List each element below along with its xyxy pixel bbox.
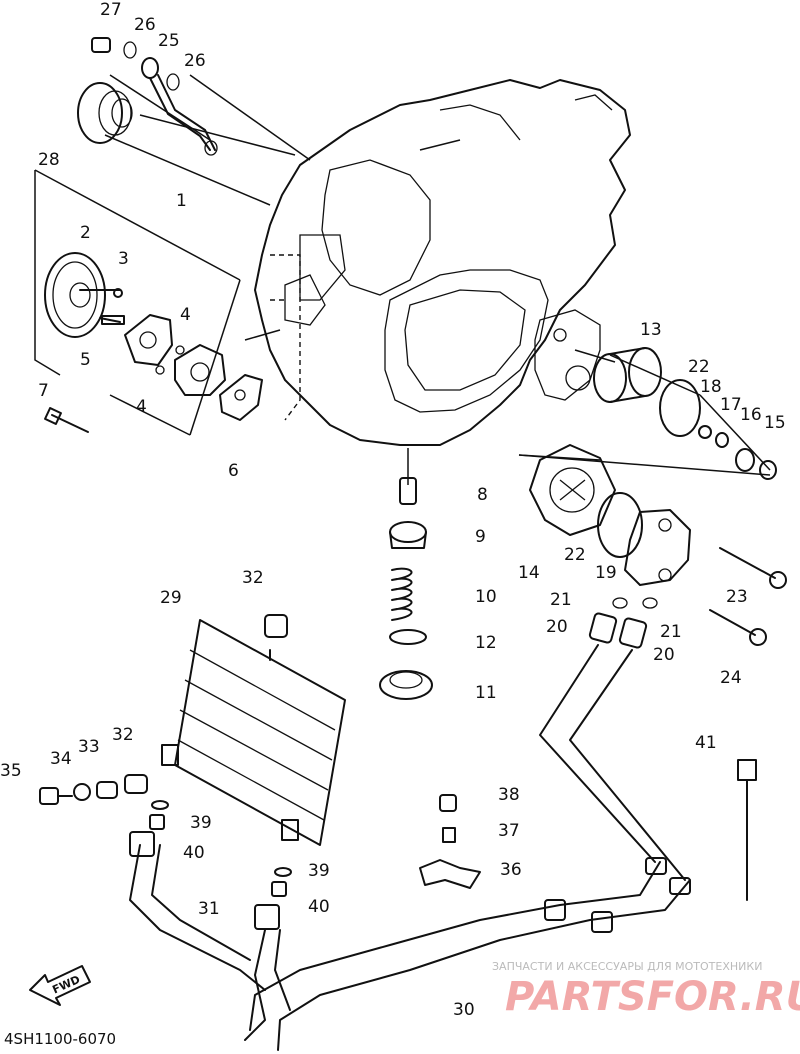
part-label: 18 [700,377,722,397]
part-label: 32 [112,725,134,745]
long-bolts [709,547,787,646]
part-label: 28 [38,150,60,170]
oil-filter-element [593,347,662,403]
part-label: 3 [118,249,129,269]
part-label: 16 [740,405,762,425]
crankcase-housing [254,79,631,446]
part-label: 12 [475,633,497,653]
part-label: 24 [720,668,742,688]
part-label: 4 [136,397,147,417]
part-label: 37 [498,821,520,841]
part-label: 19 [595,563,617,583]
watermark-tagline: ЗАПЧАСТИ И АКСЕССУАРЫ ДЛЯ МОТОТЕХНИКИ [492,960,762,973]
part-number-labels: 1 2 3 4 4 5 6 7 8 9 10 11 12 13 14 15 16… [0,0,786,1020]
oil-delivery-pipe [91,37,218,156]
part-label: 35 [0,761,22,781]
filter-o-ring [659,379,701,437]
small-pin [99,288,125,325]
part-label: 31 [198,899,220,919]
part-label: 26 [184,51,206,71]
part-label: 39 [190,813,212,833]
primary-gear [77,82,133,144]
part-label: 14 [518,563,540,583]
part-label: 21 [550,590,572,610]
leader-lines [104,74,771,485]
part-label: 22 [564,545,586,565]
part-label: 6 [228,461,239,481]
part-label: 26 [134,15,156,35]
part-label: 27 [100,0,122,20]
part-label: 25 [158,31,180,51]
oil-pump-gasket [219,374,263,421]
drain-plug-stack [379,477,433,700]
fwd-direction-arrow: FWD [29,965,91,1006]
oil-cooler [161,614,346,846]
part-label: 40 [308,897,330,917]
part-label: 20 [653,645,675,665]
part-label: 22 [688,357,710,377]
part-label: 38 [498,785,520,805]
oil-hoses [129,644,691,1051]
part-label: 17 [720,395,742,415]
hose-bracket [419,794,481,889]
part-label: 32 [242,568,264,588]
small-seals [698,425,777,480]
part-label: 13 [640,320,662,340]
watermark: ЗАПЧАСТИ И АКСЕССУАРЫ ДЛЯ МОТОТЕХНИКИ PA… [492,960,800,1020]
part-label: 9 [475,527,486,547]
part-label: 8 [477,485,488,505]
part-label: 34 [50,749,72,769]
hose-unions [588,597,658,649]
part-label: 41 [695,733,717,753]
part-label: 30 [453,1000,475,1020]
oil-pump-assembly-outline [34,169,301,436]
part-label: 20 [546,617,568,637]
part-label: 15 [764,413,786,433]
oil-pump-gear [44,252,121,338]
cable-tie [737,759,757,901]
part-label: 33 [78,737,100,757]
oil-pump-cover-plate [124,314,173,366]
part-label: 29 [160,588,182,608]
oil-pump-body [155,344,226,396]
oil-filter-cover [529,444,616,536]
watermark-brand: PARTSFOR.RU [505,974,800,1020]
cover-gasket [597,492,643,558]
part-label: 10 [475,587,497,607]
part-label: 11 [475,683,497,703]
part-label: 1 [176,191,187,211]
part-label: 5 [80,350,91,370]
part-label: 4 [180,305,191,325]
oil-outlet-fitting [624,509,691,586]
part-label: 39 [308,861,330,881]
cooler-mount-hardware [39,774,292,897]
diagram-code: 4SH1100-6070 [4,1030,116,1048]
part-label: 36 [500,860,522,880]
part-label: 21 [660,622,682,642]
part-label: 7 [38,381,49,401]
part-label: 40 [183,843,205,863]
part-label: 23 [726,587,748,607]
part-label: 2 [80,223,91,243]
pump-screw [44,407,89,433]
